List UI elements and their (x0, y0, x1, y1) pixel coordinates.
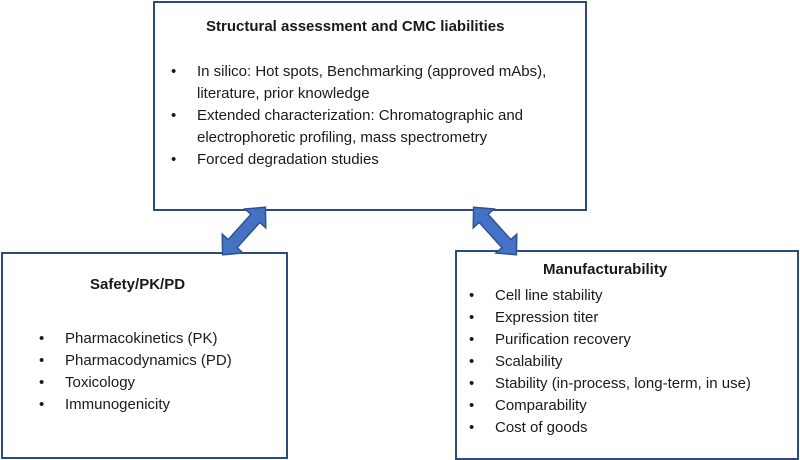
list-item: Immunogenicity (39, 394, 279, 416)
list-item: Cell line stability (469, 285, 799, 307)
safety-pk-pd-list: Pharmacokinetics (PK) Pharmacodynamics (… (39, 328, 279, 416)
list-item: Pharmacodynamics (PD) (39, 350, 279, 372)
manufacturability-box: Manufacturability Cell line stability Ex… (455, 250, 799, 460)
safety-pk-pd-title: Safety/PK/PD (90, 276, 186, 293)
list-item: In silico: Hot spots, Benchmarking (appr… (171, 61, 571, 105)
list-item: Expression titer (469, 307, 799, 329)
double-arrow-right-icon (472, 206, 518, 256)
list-item: Purification recovery (469, 329, 799, 351)
list-item: Extended characterization: Chromatograph… (171, 105, 571, 149)
manufacturability-title: Manufacturability (543, 261, 668, 278)
list-item: Scalability (469, 351, 799, 373)
list-item: Forced degradation studies (171, 149, 571, 171)
structural-assessment-title: Structural assessment and CMC liabilitie… (206, 18, 505, 35)
structural-assessment-list: In silico: Hot spots, Benchmarking (appr… (171, 61, 571, 171)
manufacturability-list: Cell line stability Expression titer Pur… (469, 285, 799, 439)
list-item: Comparability (469, 395, 799, 417)
list-item: Pharmacokinetics (PK) (39, 328, 279, 350)
list-item: Cost of goods (469, 417, 799, 439)
double-arrow-left-icon (221, 206, 267, 256)
list-item: Stability (in-process, long-term, in use… (469, 373, 799, 395)
list-item: Toxicology (39, 372, 279, 394)
structural-assessment-box: Structural assessment and CMC liabilitie… (153, 1, 587, 211)
safety-pk-pd-box: Safety/PK/PD Pharmacokinetics (PK) Pharm… (1, 252, 288, 459)
